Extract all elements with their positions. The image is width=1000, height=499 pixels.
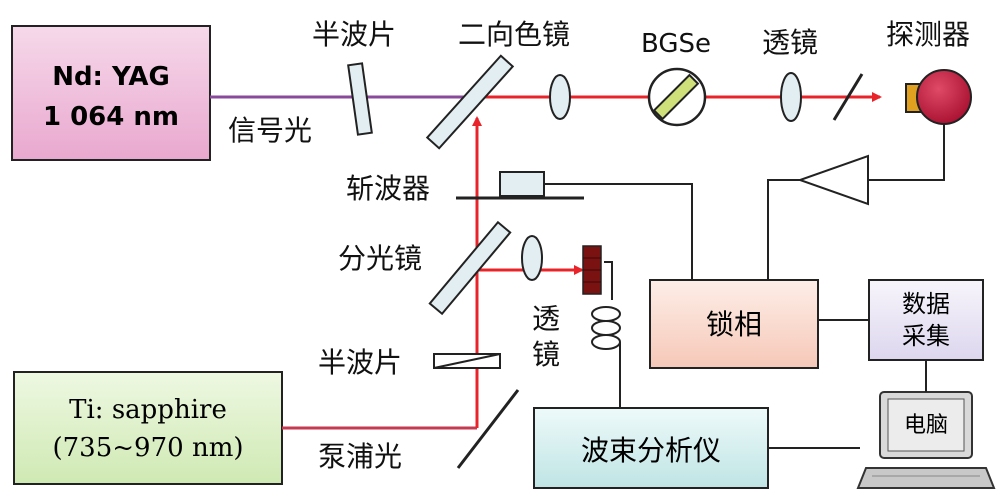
signal-light-label: 信号光: [228, 114, 312, 147]
lens-1: [549, 74, 571, 120]
ndyag-label-line1: Nd: YAG: [52, 62, 170, 92]
detector: [905, 69, 972, 125]
lens-3: [521, 235, 543, 281]
beam-sensor: [582, 245, 602, 295]
lockin-amplifier: 锁相: [649, 279, 819, 369]
daq-label-line1: 数据: [902, 290, 950, 318]
pump-mirror: [456, 389, 520, 469]
half-wave-plate-bottom: [433, 353, 501, 369]
lens-mid-label-1: 透: [532, 302, 560, 335]
half-wave-plate-top: [347, 62, 373, 136]
amplifier: [796, 154, 869, 206]
lockin-label: 锁相: [706, 308, 762, 341]
lens-mid-label-2: 镜: [532, 338, 560, 371]
beam-splitter: [428, 220, 512, 316]
dichroic-mirror: [425, 54, 515, 150]
ndyag-laser: Nd: YAG 1 064 nm: [11, 25, 211, 161]
dichroic-mirror-label: 二向色镜: [458, 18, 570, 51]
daq-label-line2: 采集: [902, 322, 950, 350]
tisapphire-label-line1: Ti: sapphire: [69, 395, 227, 425]
ndyag-label-line2: 1 064 nm: [43, 102, 179, 132]
pump-light-label: 泵浦光: [318, 440, 402, 473]
tisapphire-laser: Ti: sapphire (735~970 nm): [13, 371, 283, 485]
fiber-coil: [591, 261, 621, 408]
computer-icon: 电脑: [856, 391, 996, 489]
tisapphire-label-line2: (735~970 nm): [53, 433, 244, 463]
signal-wires: [544, 124, 945, 449]
lens-2: [780, 72, 802, 122]
data-acquisition: 数据 采集: [868, 279, 984, 361]
beam-analyzer: 波束分析仪: [533, 407, 769, 489]
half-wave-plate-bottom-label: 半波片: [318, 346, 402, 379]
half-wave-plate-top-label: 半波片: [312, 18, 396, 51]
lens-top-label: 透镜: [762, 26, 818, 59]
crystal-label: BGSe: [641, 29, 711, 59]
component-labels: 半波片 二向色镜 BGSe 透镜 探测器 信号光 斩波器 分光镜 透 镜 半波片…: [228, 18, 970, 473]
computer-label: 电脑: [904, 413, 948, 438]
chopper-label: 斩波器: [346, 172, 430, 205]
chopper: [456, 171, 584, 200]
bgse-crystal: [647, 67, 707, 127]
detector-label: 探测器: [886, 18, 970, 51]
beam-splitter-label: 分光镜: [338, 242, 422, 275]
beam-analyzer-label: 波束分析仪: [581, 434, 721, 467]
filter: [832, 73, 864, 121]
